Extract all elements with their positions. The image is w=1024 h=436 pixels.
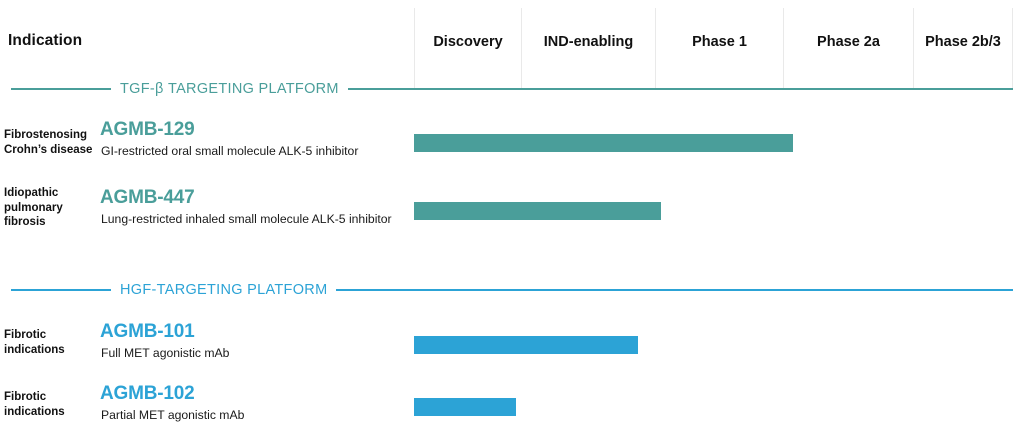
pipeline-header: Indication Discovery IND-enabling Phase … [0,0,1024,88]
indication-line: indications [4,405,65,418]
platform-rule-left [11,289,111,291]
progress-bar-agmb-447[interactable] [414,202,661,220]
program-name-agmb-129: AGMB-129 [100,119,195,140]
phase-column-ind-enabling: IND-enabling [521,8,655,88]
progress-bar-agmb-102[interactable] [414,398,516,416]
indication-label-agmb-101: Fibrotic indications [4,328,96,357]
phase-column-label: Discovery [433,34,503,50]
indication-line: Fibrotic [4,329,47,341]
program-row-agmb-129[interactable]: Fibrostenosing Crohn’s disease AGMB-129 … [0,118,1024,168]
progress-bar-agmb-101[interactable] [414,336,638,354]
platform-title: TGF-β TARGETING PLATFORM [120,80,339,97]
indication-line: Fibrostenosing [4,129,88,141]
program-row-agmb-102[interactable]: Fibrotic indications AGMB-102 Partial ME… [0,382,1024,432]
platform-divider-hgf: HGF-TARGETING PLATFORM [0,280,1024,300]
indication-column-header: Indication [8,32,83,49]
program-name-agmb-102: AGMB-102 [100,383,195,404]
phase-column-label: Phase 2a [817,34,880,50]
program-row-agmb-101[interactable]: Fibrotic indications AGMB-101 Full MET a… [0,320,1024,370]
platform-divider-tgf-beta: TGF-β TARGETING PLATFORM [0,79,1024,99]
platform-rule-right [347,88,1013,90]
indication-label-agmb-102: Fibrotic indications [4,390,96,419]
program-description-agmb-447: Lung-restricted inhaled small molecule A… [101,212,392,226]
phase-column-phase-2b-3: Phase 2b/3 [913,8,1013,88]
indication-line: pulmonary [4,201,63,214]
phase-column-label: IND-enabling [543,34,634,50]
program-name-agmb-101: AGMB-101 [100,321,195,342]
indication-label-agmb-129: Fibrostenosing Crohn’s disease [4,128,96,157]
program-name-agmb-447: AGMB-447 [100,187,195,208]
phase-column-label: Phase 1 [692,34,747,50]
phase-column-label: Phase 2b/3 [925,34,1001,50]
phase-column-phase-2a: Phase 2a [783,8,913,88]
indication-line: Idiopathic [4,187,59,199]
indication-line: Crohn’s disease [4,143,93,156]
platform-rule-left [11,88,111,90]
program-description-agmb-101: Full MET agonistic mAb [101,346,230,360]
indication-line: fibrosis [4,216,46,229]
platform-title: HGF-TARGETING PLATFORM [120,281,328,298]
phase-column-discovery: Discovery [414,8,521,88]
phase-column-phase-1: Phase 1 [655,8,783,88]
program-row-agmb-447[interactable]: Idiopathic pulmonary fibrosis AGMB-447 L… [0,184,1024,242]
indication-line: indications [4,343,65,356]
program-description-agmb-102: Partial MET agonistic mAb [101,408,245,422]
program-description-agmb-129: GI-restricted oral small molecule ALK-5 … [101,144,359,158]
platform-rule-right [336,289,1013,291]
progress-bar-agmb-129[interactable] [414,134,793,152]
indication-line: Fibrotic [4,391,47,403]
indication-label-agmb-447: Idiopathic pulmonary fibrosis [4,186,96,230]
